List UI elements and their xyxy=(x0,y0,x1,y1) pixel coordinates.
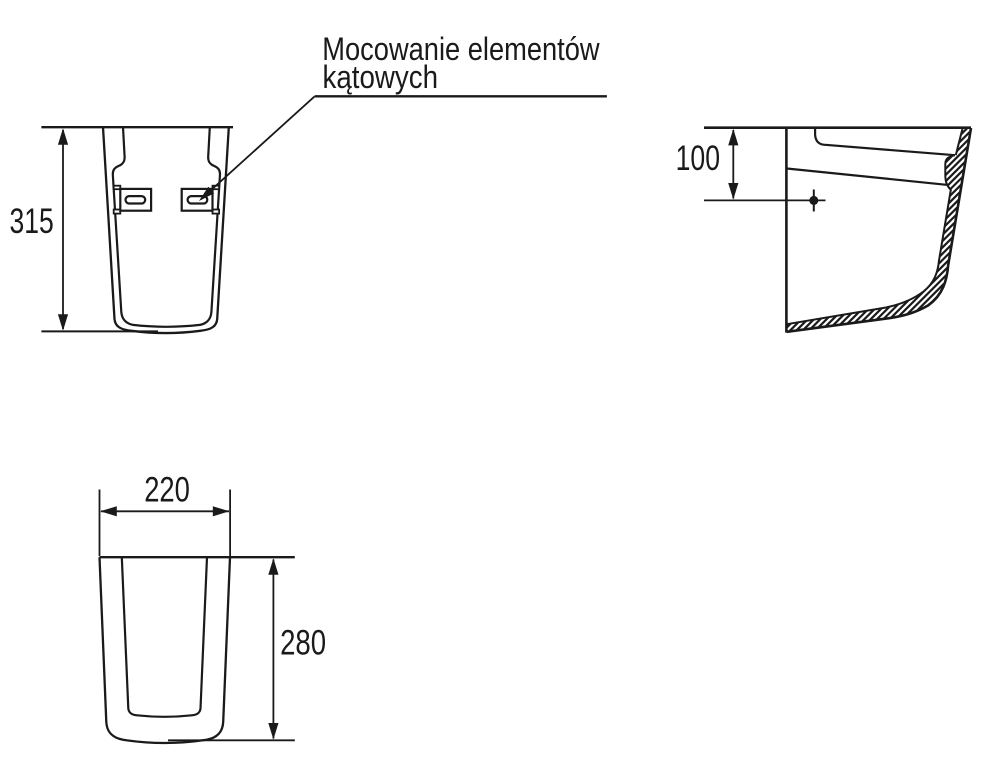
svg-text:100: 100 xyxy=(676,138,720,178)
svg-text:kątowych: kątowych xyxy=(323,58,439,95)
svg-text:220: 220 xyxy=(144,470,190,510)
svg-text:280: 280 xyxy=(280,623,326,663)
svg-text:315: 315 xyxy=(10,201,54,241)
svg-text:Mocowanie elementów: Mocowanie elementów xyxy=(322,30,600,67)
